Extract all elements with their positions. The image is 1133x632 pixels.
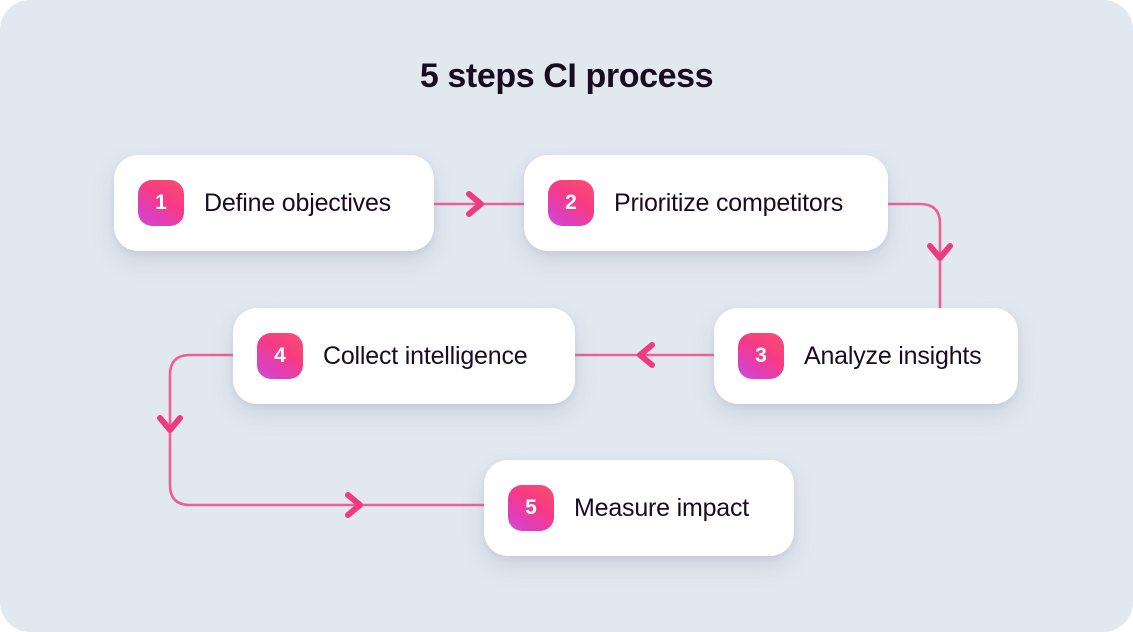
step-card-1[interactable]: 1 Define objectives <box>114 155 434 251</box>
step-number-badge-4: 4 <box>257 333 303 379</box>
step-label-3: Analyze insights <box>804 341 982 370</box>
step-label-5: Measure impact <box>574 493 750 522</box>
step-number-badge-2: 2 <box>548 180 594 226</box>
step-label-4: Collect intelligence <box>323 341 528 370</box>
step-label-1: Define objectives <box>204 188 391 217</box>
connector-1-to-2 <box>434 191 524 217</box>
step-card-2[interactable]: 2 Prioritize competitors <box>524 155 888 251</box>
step-number-badge-3: 3 <box>738 333 784 379</box>
step-number-badge-5: 5 <box>508 485 554 531</box>
step-number-badge-1: 1 <box>138 180 184 226</box>
connector-3-to-4 <box>575 342 714 368</box>
step-label-2: Prioritize competitors <box>614 188 843 217</box>
page-title: 5 steps CI process <box>419 57 714 95</box>
step-card-3[interactable]: 3 Analyze insights <box>714 308 1018 404</box>
step-card-4[interactable]: 4 Collect intelligence <box>233 308 575 404</box>
step-card-5[interactable]: 5 Measure impact <box>484 460 794 556</box>
